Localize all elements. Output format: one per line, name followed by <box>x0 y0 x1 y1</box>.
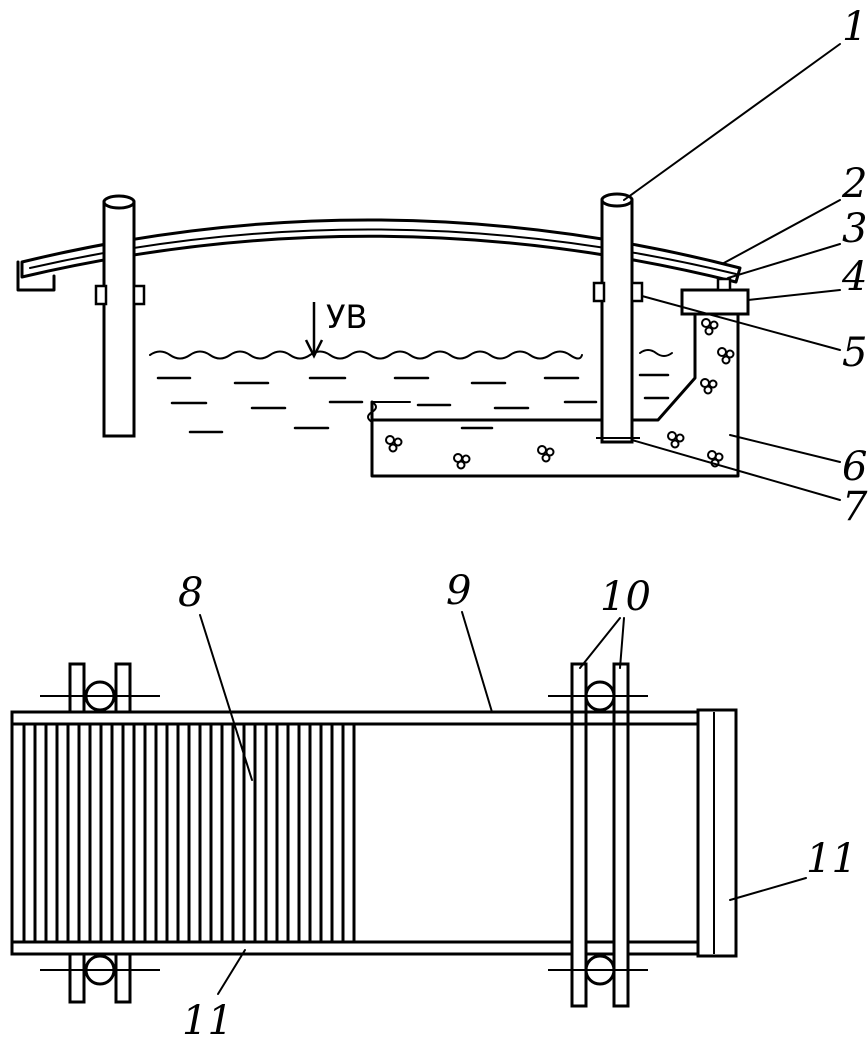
callout-11-bottom: 11 <box>182 998 233 1044</box>
callout-5: 5 <box>842 330 867 376</box>
callout-2: 2 <box>841 161 867 207</box>
leader-lines-top <box>623 43 841 501</box>
plan-view: 8 9 10 11 11 <box>10 568 857 1044</box>
callout-6: 6 <box>842 444 867 490</box>
top-beam <box>10 710 700 726</box>
side-elevation: УВ 1 2 3 4 5 6 7 <box>16 4 868 530</box>
callouts-bottom: 8 9 10 11 11 <box>178 568 857 1044</box>
bearing-block <box>680 277 750 316</box>
grating-bars <box>22 724 345 942</box>
callout-1: 1 <box>842 4 867 50</box>
right-pile <box>592 192 644 444</box>
water-hatching <box>156 373 670 434</box>
callout-8: 8 <box>178 570 203 616</box>
callout-11-right: 11 <box>806 836 857 882</box>
callout-3: 3 <box>842 206 867 252</box>
left-pile-clamp-top <box>40 662 160 714</box>
callout-9: 9 <box>446 568 471 614</box>
callout-10: 10 <box>600 574 651 620</box>
left-pile <box>94 194 146 438</box>
callout-4: 4 <box>841 254 867 300</box>
bottom-beam <box>10 940 700 956</box>
end-plank <box>696 708 738 958</box>
left-pile-clamp-bottom <box>40 952 160 1004</box>
leader-lines-bottom <box>199 611 807 995</box>
water-level-marker: УВ <box>304 298 367 359</box>
callout-7: 7 <box>842 484 868 530</box>
callouts-top: 1 2 3 4 5 6 7 <box>841 4 868 530</box>
water-surface <box>149 350 583 360</box>
right-pile-clamps <box>548 662 648 1008</box>
concrete-sill <box>370 290 740 478</box>
left-support-bracket <box>16 260 56 292</box>
water-surface-right <box>639 349 673 357</box>
sill-break-edge <box>367 401 377 423</box>
water-level-label: УВ <box>326 298 367 336</box>
